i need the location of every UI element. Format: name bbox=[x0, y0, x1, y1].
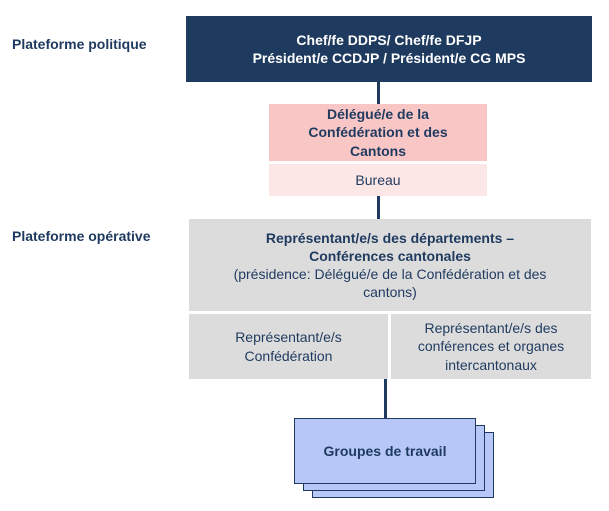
confederation-line2: Confédération bbox=[244, 347, 333, 364]
delegate-line1: Délégué/e de la bbox=[327, 106, 429, 123]
intercantonal-line3: intercantonaux bbox=[445, 356, 537, 373]
representatives-sub-line1: (présidence: Délégué/e de la Confédérati… bbox=[233, 266, 547, 282]
connector-top-delegate bbox=[377, 82, 380, 104]
political-leadership-line2: Président/e CCDJP / Président/e CG MPS bbox=[252, 50, 526, 66]
connector-representatives-groups bbox=[384, 379, 387, 418]
intercantonal-line2: conférences et organes bbox=[417, 338, 565, 355]
representatives-sub-line2: cantons) bbox=[363, 284, 417, 301]
representatives-box: Représentant/e/s des départements – Conf… bbox=[189, 219, 591, 311]
political-leadership-line1: Chef/fe DDPS/ Chef/fe DFJP bbox=[296, 31, 482, 48]
connector-bureau-representatives bbox=[377, 196, 380, 219]
label-political-platform: Plateforme politique bbox=[12, 36, 147, 52]
representatives-title-line2: Conférences cantonales bbox=[309, 247, 471, 264]
confederation-representatives-box: Représentant/e/s Confédération bbox=[189, 314, 388, 379]
working-groups-box: Groupes de travail bbox=[294, 418, 476, 484]
bureau-box: Bureau bbox=[269, 164, 487, 196]
representatives-title-line1: Représentant/e/s des départements – bbox=[265, 229, 515, 246]
delegate-box: Délégué/e de la Confédération et des Can… bbox=[269, 104, 487, 161]
working-groups-label: Groupes de travail bbox=[323, 443, 447, 459]
confederation-line1: Représentant/e/s bbox=[235, 329, 342, 346]
delegate-line3: Cantons bbox=[350, 142, 406, 159]
delegate-line2: Confédération et des bbox=[308, 124, 448, 141]
intercantonal-representatives-box: Représentant/e/s des conférences et orga… bbox=[391, 314, 591, 379]
bureau-label: Bureau bbox=[355, 171, 401, 188]
intercantonal-line1: Représentant/e/s des bbox=[424, 320, 558, 337]
label-operative-platform: Plateforme opérative bbox=[12, 228, 151, 244]
political-leadership-box: Chef/fe DDPS/ Chef/fe DFJP Président/e C… bbox=[186, 16, 592, 82]
